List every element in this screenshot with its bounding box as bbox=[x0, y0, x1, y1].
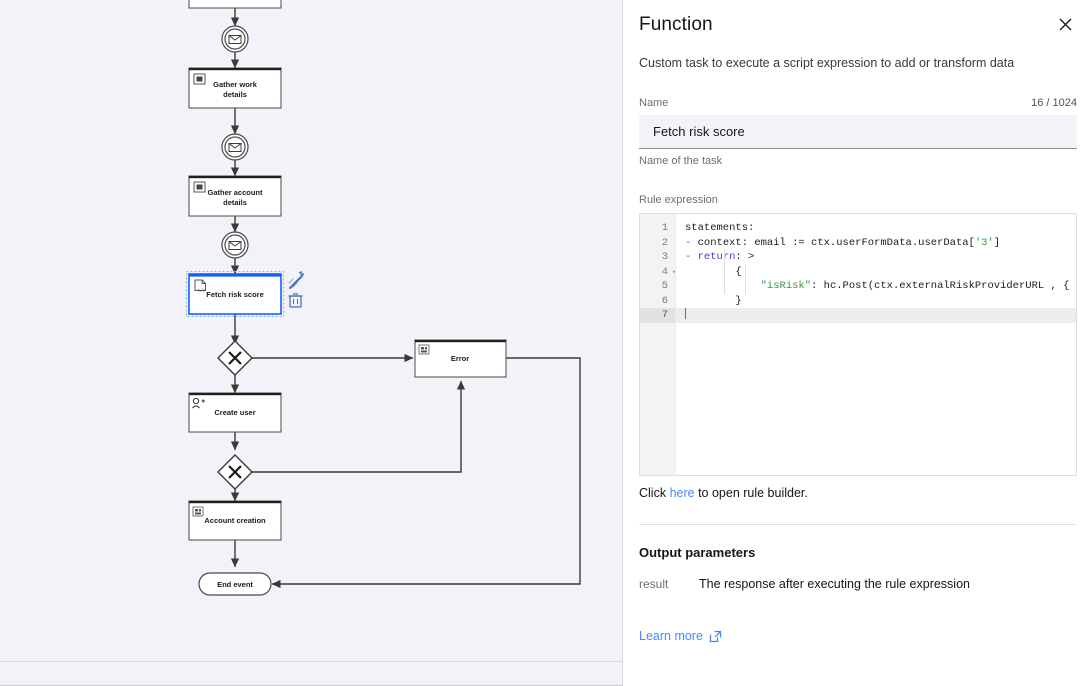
line-number: 1 bbox=[661, 222, 668, 235]
code-line-5: "isRisk": hc.Post(ctx.externalRiskProvid… bbox=[760, 280, 1070, 293]
panel-description: Custom task to execute a script expressi… bbox=[639, 56, 1015, 70]
node-msg-event-2 bbox=[221, 133, 249, 161]
rule-builder-link[interactable]: here bbox=[669, 486, 695, 501]
node-msg-event-1 bbox=[221, 25, 249, 53]
text-caret bbox=[685, 308, 686, 320]
node-account-creation: Account creation bbox=[188, 500, 282, 541]
output-parameters-title: Output parameters bbox=[639, 545, 756, 561]
node-end-event: End event bbox=[198, 572, 272, 596]
name-field-helper: Name of the task bbox=[639, 155, 723, 168]
node-create-user: Create user bbox=[188, 392, 282, 433]
svg-text:Fetch risk score: Fetch risk score bbox=[206, 290, 264, 299]
close-icon[interactable] bbox=[1051, 10, 1079, 38]
learn-more-link[interactable]: Learn more bbox=[639, 629, 722, 643]
line-number: 5 bbox=[661, 280, 668, 293]
output-parameter-key: result bbox=[639, 577, 669, 592]
indent-guide bbox=[724, 249, 725, 295]
node-action-magic-wand-icon bbox=[288, 271, 304, 290]
svg-text:</>: </> bbox=[197, 288, 206, 294]
code-line-4: { bbox=[685, 265, 742, 278]
canvas-bottom-strip bbox=[0, 661, 622, 685]
node-gather-account: Gather account details bbox=[188, 175, 282, 217]
code-line-7-active bbox=[676, 308, 1076, 323]
editor-gutter: 1 2 3 4▾ 5 6 7 bbox=[640, 214, 676, 476]
section-divider bbox=[639, 524, 1077, 526]
line-number: 2 bbox=[661, 236, 668, 249]
svg-text:Error: Error bbox=[451, 354, 469, 363]
flow-connectors bbox=[230, 7, 581, 589]
line-number-foldable[interactable]: 4▾ bbox=[640, 265, 676, 280]
node-error: Error bbox=[414, 339, 507, 378]
rule-expression-editor[interactable]: 1 2 3 4▾ 5 6 7 statements: - context: em… bbox=[639, 213, 1077, 477]
properties-panel: Function Custom task to execute a script… bbox=[622, 0, 1092, 686]
node-action-trash-icon bbox=[288, 293, 303, 308]
name-field-label: Name bbox=[639, 97, 669, 110]
name-field-counter: 16 / 1024 bbox=[1031, 97, 1077, 110]
learn-more-label: Learn more bbox=[639, 629, 703, 644]
svg-text:Account creation: Account creation bbox=[204, 516, 266, 525]
fold-arrow-icon[interactable]: ▾ bbox=[671, 268, 676, 277]
output-parameter-value: The response after executing the rule ex… bbox=[699, 577, 970, 592]
close-glyph bbox=[1059, 18, 1071, 30]
name-input[interactable] bbox=[639, 115, 1077, 150]
output-parameter-row: result The response after executing the … bbox=[639, 577, 1077, 591]
code-line-1: statements: bbox=[685, 222, 755, 235]
editor-code-area[interactable]: statements: - context: email := ctx.user… bbox=[676, 214, 1076, 475]
flow-canvas[interactable]: Gather work details Gather account detai… bbox=[0, 0, 622, 686]
svg-text:Gather account: Gather account bbox=[207, 188, 263, 197]
node-msg-event-3 bbox=[221, 231, 249, 259]
node-gather-work: Gather work details bbox=[188, 67, 282, 109]
node-gateway-2 bbox=[217, 454, 253, 490]
code-line-3: - return: > bbox=[685, 251, 755, 264]
line-number: 3 bbox=[661, 251, 668, 264]
line-number-active: 7 bbox=[640, 308, 675, 323]
svg-text:details: details bbox=[223, 90, 247, 99]
svg-text:End event: End event bbox=[217, 580, 253, 589]
code-line-2: - context: email := ctx.userFormData.use… bbox=[685, 236, 1001, 249]
name-field-header: Name 16 / 1024 bbox=[639, 97, 1077, 109]
svg-text:Create user: Create user bbox=[214, 408, 255, 417]
line-number: 6 bbox=[661, 294, 668, 307]
rule-expression-label: Rule expression bbox=[639, 194, 718, 207]
svg-text:details: details bbox=[223, 198, 247, 207]
node-fetch-risk: </> Fetch risk score bbox=[186, 271, 284, 317]
node-gateway-1 bbox=[217, 340, 253, 376]
svg-text:Gather work: Gather work bbox=[213, 80, 258, 89]
panel-title: Function bbox=[639, 14, 713, 35]
external-link-icon bbox=[709, 630, 722, 642]
indent-guide bbox=[745, 264, 746, 295]
node-top-cutoff bbox=[188, 0, 282, 9]
rule-builder-hint: Click here to open rule builder. bbox=[639, 486, 808, 501]
code-line-6: } bbox=[685, 294, 742, 307]
